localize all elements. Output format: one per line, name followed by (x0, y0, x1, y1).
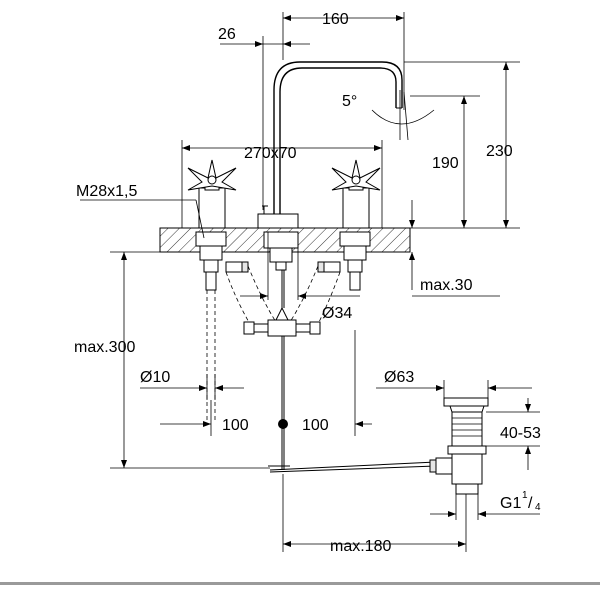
drain-assembly (429, 397, 489, 495)
spout (257, 61, 403, 229)
label-190: 190 (432, 155, 459, 172)
label-270x70: 270x70 (244, 145, 297, 162)
label-100-right: 100 (302, 417, 329, 434)
supply-hoses (206, 265, 341, 420)
label-160: 160 (322, 11, 349, 28)
label-dia-10: Ø10 (140, 369, 170, 386)
right-valve-body (317, 231, 371, 291)
label-g1: G1 (500, 495, 521, 512)
label-g1-denominator: 4 (535, 502, 541, 513)
bottom-rule (0, 582, 600, 585)
label-m28x1-5: M28x1,5 (76, 183, 137, 200)
left-handle (187, 159, 237, 229)
t-connector (243, 270, 321, 337)
label-max-300: max.300 (74, 339, 135, 356)
label-5-degree: 5° (342, 93, 357, 110)
label-26: 26 (218, 26, 236, 43)
right-handle (331, 159, 381, 229)
label-100-left: 100 (222, 417, 249, 434)
label-max-180: max.180 (330, 538, 391, 555)
label-40-53: 40-53 (500, 425, 541, 442)
dimension-lines (80, 12, 540, 552)
label-dia-34: Ø34 (322, 305, 352, 322)
label-g1-slash: / (528, 495, 533, 512)
pop-up-rod (268, 336, 437, 473)
label-230: 230 (486, 143, 513, 160)
label-g1-numerator: 1 (522, 490, 528, 501)
center-valve-body (263, 231, 299, 271)
label-dia-63: Ø63 (384, 369, 414, 386)
label-max-30: max.30 (420, 277, 473, 294)
